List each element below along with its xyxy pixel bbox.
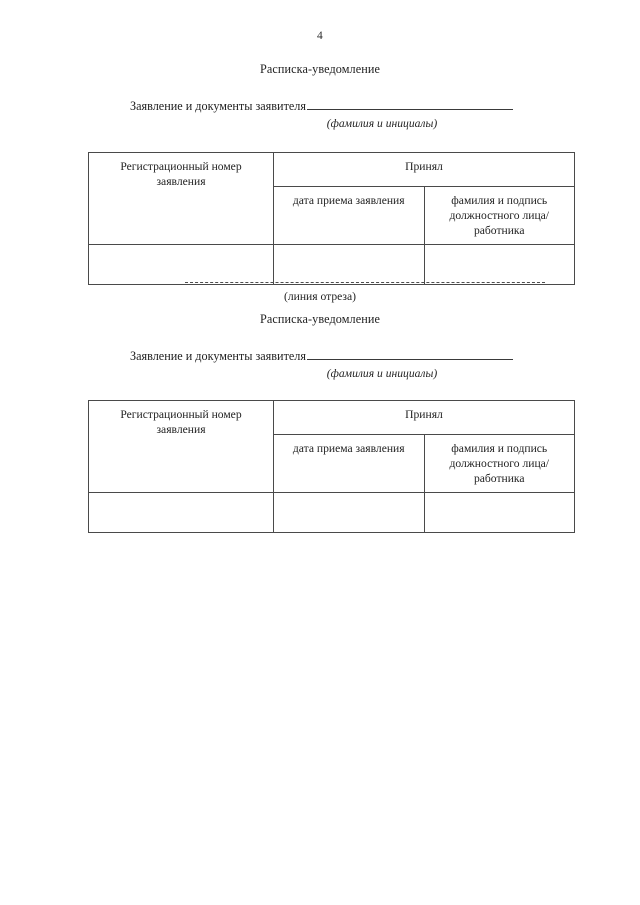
applicant-hint-top: (фамилия и инициалы) (326, 117, 438, 130)
table-header-row-primary: Регистрационный номер заявления Принял (88, 151, 575, 246)
table-header-row-secondary: дата приема заявления фамилия и подпись … (89, 185, 575, 246)
receipt-section-bottom: Расписка-уведомление Заявление и докумен… (0, 312, 640, 534)
table-row (88, 492, 575, 534)
section-heading-top: Расписка-уведомление (259, 62, 380, 76)
cell-registration-number-bottom[interactable] (88, 492, 274, 534)
cell-acceptance-date-bottom[interactable] (273, 492, 425, 534)
applicant-label-top: Заявление и документы заявителя (130, 99, 306, 113)
applicant-value-field-top[interactable] (307, 97, 513, 110)
page-number: 4 (317, 30, 323, 42)
table-header-row-secondary: дата приема заявления фамилия и подпись … (89, 433, 575, 494)
header-acceptance-date-bottom: дата приема заявления (273, 433, 425, 494)
section-heading-bottom: Расписка-уведомление (259, 312, 380, 326)
applicant-hint-bottom: (фамилия и инициалы) (326, 367, 438, 380)
receipt-table-wrap-bottom: Регистрационный номер заявления Принял д… (88, 399, 575, 534)
header-registration-number-bottom: Регистрационный номер заявления (88, 399, 274, 494)
applicant-label-bottom: Заявление и документы заявителя (130, 349, 306, 363)
receipt-table-top: Регистрационный номер заявления Принял д… (88, 151, 575, 286)
header-registration-number-top: Регистрационный номер заявления (88, 151, 274, 246)
header-accepted-by-top: Принял (273, 152, 575, 187)
table-header-row-primary: Регистрационный номер заявления Принял (88, 399, 575, 494)
header-official-signature-bottom: фамилия и подпись должностного лица/рабо… (423, 433, 575, 494)
cell-official-signature-bottom[interactable] (423, 492, 575, 534)
cell-acceptance-date-top[interactable] (273, 244, 425, 286)
receipt-section-top: Расписка-уведомление Заявление и докумен… (0, 62, 640, 286)
applicant-value-field-bottom[interactable] (307, 347, 513, 360)
cell-official-signature-top[interactable] (423, 244, 575, 286)
applicant-line-bottom: Заявление и документы заявителя (фамилия… (130, 347, 548, 380)
header-accepted-by-bottom: Принял (273, 400, 575, 435)
cut-line-label: (линия отреза) (283, 290, 356, 303)
cut-line-dashes (185, 282, 545, 283)
cell-registration-number-top[interactable] (88, 244, 274, 286)
table-row (88, 244, 575, 286)
receipt-table-wrap-top: Регистрационный номер заявления Принял д… (88, 151, 575, 286)
header-acceptance-date-top: дата приема заявления (273, 185, 425, 246)
header-official-signature-top: фамилия и подпись должностного лица/рабо… (423, 185, 575, 246)
applicant-line-top: Заявление и документы заявителя (фамилия… (130, 97, 548, 130)
receipt-table-bottom: Регистрационный номер заявления Принял д… (88, 399, 575, 534)
